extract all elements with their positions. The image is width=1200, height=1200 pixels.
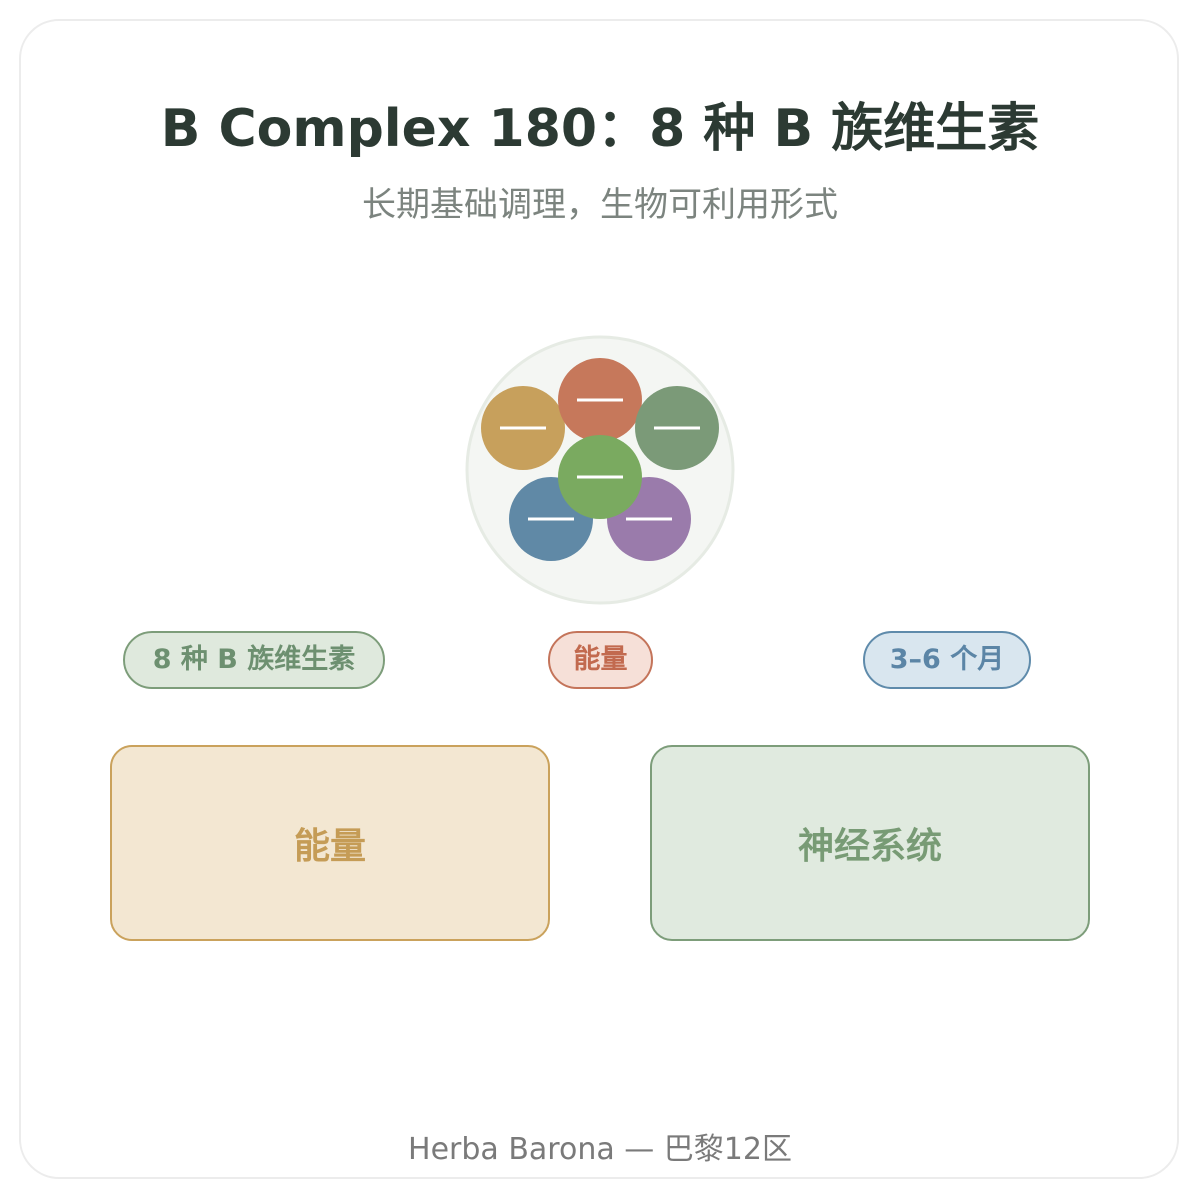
page-title: B Complex 180：8 种 B 族维生素: [160, 99, 1040, 159]
footer-brand: Herba Barona — 巴黎12区: [408, 1132, 792, 1167]
page-subtitle: 长期基础调理，生物可利用形式: [362, 185, 838, 225]
badge-energy: 能量: [548, 631, 653, 689]
badge-duration: 3–6 个月: [863, 631, 1031, 689]
benefit-card-nervous-system-label: 神经系统: [797, 826, 942, 867]
benefit-card-nervous-system: 神经系统: [650, 745, 1090, 941]
badge-b-vitamins: 8 种 B 族维生素: [123, 631, 385, 689]
vitamin-capsules-icon: [465, 335, 735, 605]
benefit-card-energy-label: 能量: [293, 826, 366, 867]
benefit-card-energy: 能量: [110, 745, 550, 941]
capsule-cluster-graphic: [465, 335, 735, 605]
